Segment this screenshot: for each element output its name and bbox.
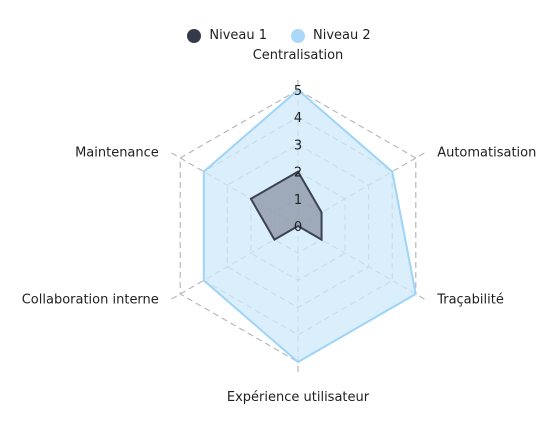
series-1-area bbox=[249, 170, 323, 242]
radial-tick-label-2: 2 bbox=[294, 166, 302, 181]
legend-item-series-2[interactable]: Niveau 2 bbox=[291, 28, 371, 43]
legend: Niveau 1 Niveau 2 bbox=[0, 28, 558, 43]
radial-tick-label-5: 5 bbox=[294, 84, 302, 99]
axis-label-5: Maintenance bbox=[75, 146, 159, 161]
axis-label-1: Automatisation bbox=[437, 146, 536, 161]
legend-label-series-1: Niveau 1 bbox=[209, 28, 267, 43]
legend-swatch-series-1 bbox=[187, 28, 202, 43]
legend-swatch-series-2 bbox=[291, 28, 305, 43]
axis-label-0: Centralisation bbox=[253, 48, 344, 63]
axis-label-3: Expérience utilisateur bbox=[227, 390, 370, 405]
radial-tick-label-1: 1 bbox=[294, 193, 302, 208]
legend-item-series-1[interactable]: Niveau 1 bbox=[187, 28, 267, 43]
axis-label-2: Traçabilité bbox=[436, 292, 504, 307]
legend-label-series-2: Niveau 2 bbox=[313, 28, 371, 43]
axis-label-4: Collaboration interne bbox=[22, 292, 159, 307]
radial-tick-label-3: 3 bbox=[294, 138, 302, 153]
radial-tick-label-0: 0 bbox=[294, 220, 302, 235]
radial-tick-label-4: 4 bbox=[294, 111, 302, 126]
